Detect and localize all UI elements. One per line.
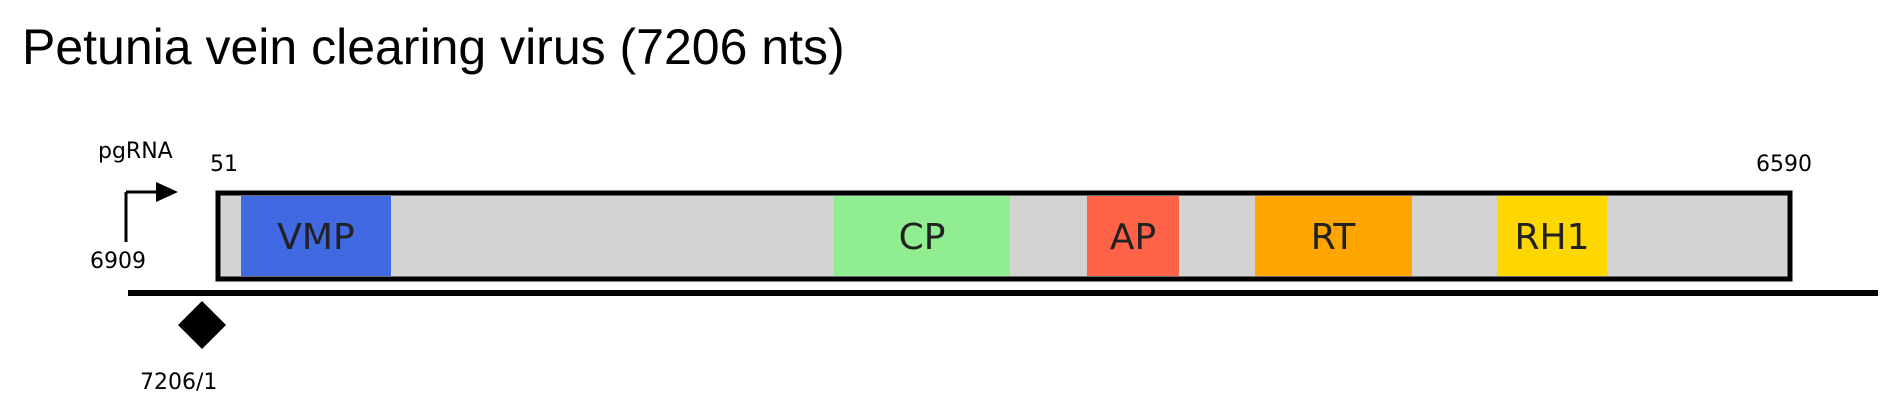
gene-segment-rh1 [1497,196,1607,276]
promoter-label: pgRNA [98,139,173,164]
origin-diamond-icon [178,301,226,349]
genome-start-label: 51 [210,152,238,177]
gene-segment-rt [1255,196,1412,276]
gene-segment-vmp [241,196,391,276]
gene-label-vmp: VMP [277,217,354,258]
genome-end-label: 6590 [1756,152,1812,177]
genome-backbone-outline [215,190,1793,282]
gene-label-rh1: RH1 [1515,217,1590,258]
origin-label: 7206/1 [140,370,217,395]
promoter-arrow-icon [124,182,178,242]
gene-label-rt: RT [1311,217,1356,258]
gene-segment-cp [834,196,1010,276]
gene-label-ap: AP [1110,217,1156,258]
promoter-position-label: 6909 [90,249,146,274]
page-title: Petunia vein clearing virus (7206 nts) [22,19,845,75]
gene-label-cp: CP [899,217,946,258]
gene-segment-ap [1087,196,1179,276]
